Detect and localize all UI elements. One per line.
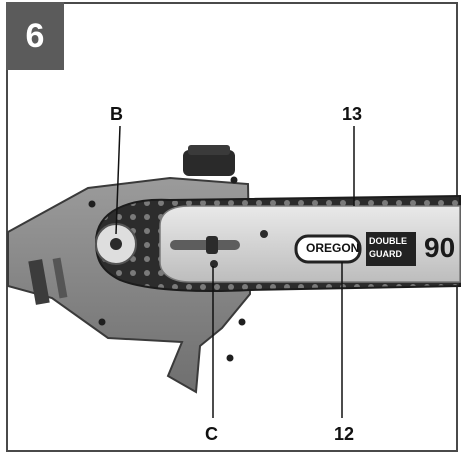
bar-number: 90: [424, 232, 456, 263]
bar-logo-line1: DOUBLE: [369, 236, 407, 246]
bar-brand-text: OREGON: [306, 241, 360, 255]
leader-b: [115, 125, 121, 235]
bar-logo-line2: GUARD: [369, 249, 402, 259]
side-vent-2: [52, 257, 68, 299]
step-number-badge: 6: [6, 2, 64, 70]
callout-12: 12: [334, 424, 355, 444]
oil-cap: [183, 150, 235, 176]
callout-13: 13: [342, 104, 363, 124]
double-guard-box: [366, 232, 416, 266]
callout-c: C: [205, 424, 218, 444]
side-vent: [28, 259, 50, 305]
oregon-logo-box: [294, 234, 362, 264]
bar-slot: [170, 240, 240, 250]
callout-b: B: [110, 104, 123, 124]
